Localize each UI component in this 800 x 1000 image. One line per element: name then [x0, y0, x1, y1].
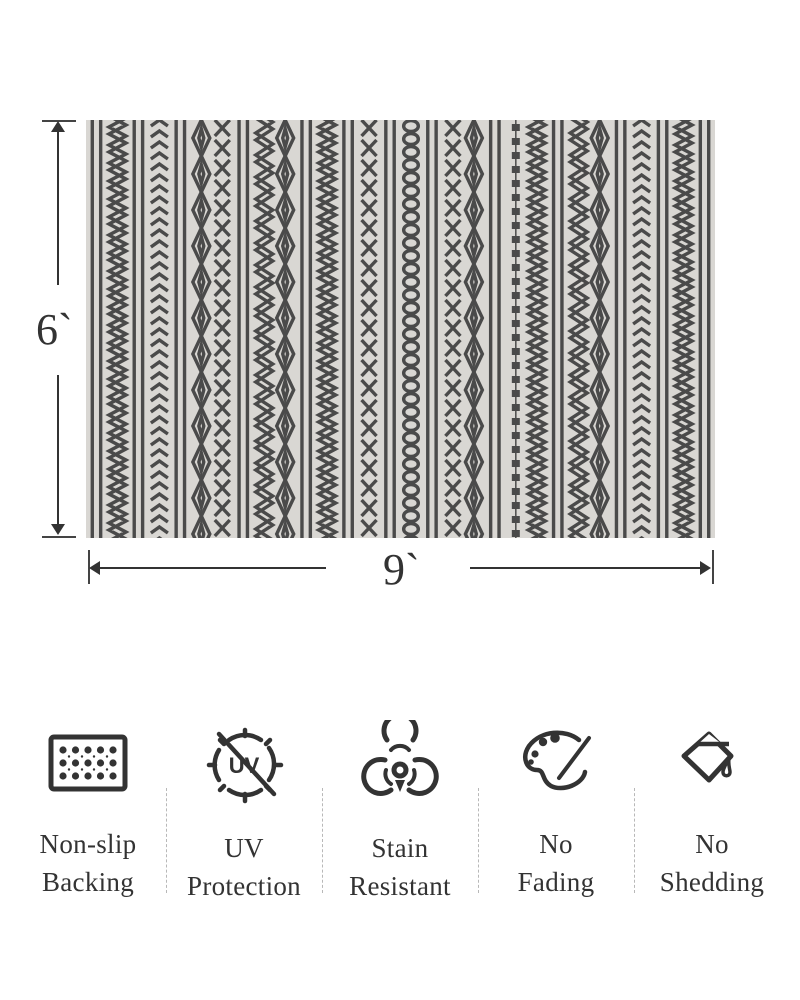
height-label: 6` [36, 305, 73, 354]
width-left-tick [88, 550, 90, 584]
feature-label: Non-slip Backing [39, 829, 137, 897]
rug-image [86, 120, 715, 538]
width-right-tick [712, 550, 714, 584]
height-line-bottom [57, 375, 59, 527]
svg-text:UV: UV [229, 753, 260, 778]
uv-protection-icon: UV [206, 727, 284, 804]
feature-label: No Fading [517, 829, 595, 897]
height-top-tick [42, 120, 76, 122]
palette-icon [523, 730, 591, 791]
width-label: 9` [383, 545, 420, 594]
feature-divider [478, 788, 479, 893]
arrow-right-icon [700, 561, 711, 575]
arrow-down-icon [51, 524, 65, 535]
feature-stain-resistant: Stain Resistant [322, 720, 478, 910]
feature-divider [322, 788, 323, 893]
arrow-left-icon [89, 561, 100, 575]
feature-divider [166, 788, 167, 893]
feature-label: UV Protection [187, 833, 301, 901]
biohazard-stain-icon [361, 720, 439, 796]
paint-bucket-icon [681, 731, 734, 783]
non-slip-grid-icon [48, 734, 128, 792]
feature-no-fading: No Fading [478, 720, 634, 910]
feature-divider [634, 788, 635, 893]
rug-pattern [90, 120, 711, 538]
feature-no-shedding: No Shedding [634, 720, 790, 910]
feature-non-slip: Non-slip Backing [10, 720, 166, 910]
width-line-left [96, 567, 326, 569]
feature-label: Stain Resistant [349, 833, 451, 901]
height-line-top [57, 130, 59, 285]
arrow-up-icon [51, 121, 65, 132]
feature-label: No Shedding [659, 829, 765, 897]
height-bottom-tick [42, 536, 76, 538]
feature-uv-protection: UV UV Protection [166, 720, 322, 910]
width-line-right [470, 567, 704, 569]
feature-list: Non-slip Backing UV [10, 720, 790, 920]
